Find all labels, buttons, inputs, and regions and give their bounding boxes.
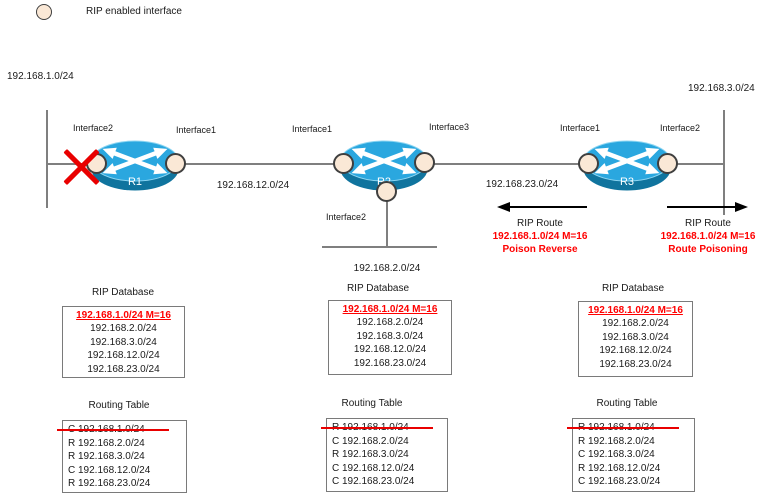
r3-routing-table-box: R 192.168.1.0/24 R 192.168.2.0/24 C 192.… [567, 418, 695, 492]
rt-entry: R 192.168.2.0/24 [578, 435, 655, 447]
route-poisoning-mechanism: Route Poisoning [668, 244, 748, 255]
r1-routing-table-title: Routing Table [88, 400, 150, 411]
net2-segment-line [322, 246, 437, 248]
network-label-net1: 192.168.1.0/24 [7, 71, 74, 82]
rt-entry: R 192.168.12.0/24 [578, 462, 661, 474]
r2-interface3-port-icon [414, 152, 435, 173]
db-entry: 192.168.23.0/24 [87, 363, 160, 375]
r2-drop-line [386, 180, 388, 247]
r2-rip-database-box: 192.168.1.0/24 M=16 192.168.2.0/24 192.1… [328, 300, 452, 375]
r1-routing-table-box: C 192.168.1.0/24 R 192.168.2.0/24 R 192.… [57, 420, 187, 493]
db-entry: 192.168.12.0/24 [599, 345, 672, 357]
rt-entry: C 192.168.3.0/24 [578, 449, 655, 461]
db-entry: 192.168.12.0/24 [353, 344, 427, 356]
poison-reverse-mechanism: Poison Reverse [502, 244, 578, 255]
r2-interface2-port-icon [376, 181, 397, 202]
db-entry-poisoned: 192.168.1.0/24 M=16 [76, 310, 171, 321]
db-entry-poisoned: 192.168.1.0/24 M=16 [342, 304, 438, 315]
r3-rip-database-title: RIP Database [601, 283, 665, 294]
r3-routing-table-title: Routing Table [596, 398, 658, 409]
router-r3-label: R3 [620, 176, 634, 188]
route-poisoning-route: 192.168.1.0/24 M=16 [660, 231, 756, 242]
r2-interface1-label: Interface1 [291, 124, 333, 134]
r2-interface3-label: Interface3 [428, 122, 470, 132]
db-entry-poisoned: 192.168.1.0/24 M=16 [588, 305, 683, 316]
network-label-net2: 192.168.2.0/24 [353, 263, 421, 274]
r2-interface2-label: Interface2 [325, 212, 367, 222]
r1-interface2-label: Interface2 [72, 123, 114, 133]
router-r3-icon: R3 [583, 140, 671, 191]
r3-interface1-label: Interface1 [559, 123, 601, 133]
legend-label: RIP enabled interface [86, 6, 182, 17]
poison-reverse-title: RIP Route [517, 218, 563, 229]
r2-routing-table-title: Routing Table [341, 398, 403, 409]
r3-interface1-port-icon [578, 153, 599, 174]
route-poisoning-arrow-line [667, 206, 735, 208]
r2-routing-table-box: R 192.168.1.0/24 C 192.168.2.0/24 R 192.… [321, 418, 448, 492]
route-poisoning-arrow-icon [735, 202, 748, 212]
rt-entry: R 192.168.23.0/24 [68, 478, 151, 490]
rt-entry: R 192.168.3.0/24 [332, 449, 409, 461]
r2-rip-database-title: RIP Database [346, 283, 410, 294]
r1-interface1-port-icon [165, 153, 186, 174]
network-label-net12: 192.168.12.0/24 [216, 180, 290, 191]
rt-entry-removed: R 192.168.1.0/24 [321, 421, 447, 435]
r1-rip-database-title: RIP Database [91, 287, 155, 298]
db-entry: 192.168.3.0/24 [602, 331, 669, 343]
db-entry: 192.168.2.0/24 [90, 323, 157, 335]
route-poisoning-caption: RIP Route 192.168.1.0/24 M=16 Route Pois… [623, 217, 768, 256]
poison-reverse-arrow-icon [497, 202, 510, 212]
r3-rip-database-box: 192.168.1.0/24 M=16 192.168.2.0/24 192.1… [578, 301, 693, 377]
net3-segment-line [723, 110, 725, 215]
rt-entry: C 192.168.23.0/24 [578, 476, 661, 488]
link-failure-x-icon [62, 147, 102, 187]
rt-entry-removed: R 192.168.1.0/24 [567, 421, 694, 435]
r2-interface1-port-icon [333, 153, 354, 174]
poison-reverse-route: 192.168.1.0/24 M=16 [492, 231, 588, 242]
rt-entry: R 192.168.3.0/24 [68, 451, 145, 463]
rt-entry: R 192.168.2.0/24 [68, 437, 145, 449]
rt-entry: C 192.168.2.0/24 [332, 435, 409, 447]
rt-entry: C 192.168.12.0/24 [332, 462, 415, 474]
network-label-net3: 192.168.3.0/24 [688, 83, 755, 94]
rt-entry-removed: C 192.168.1.0/24 [57, 423, 186, 437]
poison-reverse-arrow-line [509, 206, 587, 208]
router-r1-icon: R1 [91, 140, 179, 191]
rt-entry: C 192.168.23.0/24 [332, 476, 415, 488]
route-poisoning-title: RIP Route [685, 218, 731, 229]
db-entry: 192.168.2.0/24 [356, 317, 424, 329]
db-entry: 192.168.23.0/24 [353, 357, 427, 369]
db-entry: 192.168.3.0/24 [90, 336, 157, 348]
db-entry: 192.168.23.0/24 [599, 358, 672, 370]
poison-reverse-caption: RIP Route 192.168.1.0/24 M=16 Poison Rev… [455, 217, 625, 256]
rip-enabled-interface-icon [36, 4, 52, 20]
net1-segment-line [46, 110, 48, 208]
rt-entry: C 192.168.12.0/24 [68, 464, 151, 476]
db-entry: 192.168.3.0/24 [356, 330, 424, 342]
r3-interface2-port-icon [657, 153, 678, 174]
router-r1-label: R1 [128, 176, 142, 188]
r3-interface2-label: Interface2 [659, 123, 701, 133]
db-entry: 192.168.12.0/24 [87, 350, 160, 362]
r1-interface1-label: Interface1 [175, 125, 217, 135]
network-label-net23: 192.168.23.0/24 [485, 179, 559, 190]
r1-rip-database-box: 192.168.1.0/24 M=16 192.168.2.0/24 192.1… [62, 306, 185, 378]
db-entry: 192.168.2.0/24 [602, 318, 669, 330]
